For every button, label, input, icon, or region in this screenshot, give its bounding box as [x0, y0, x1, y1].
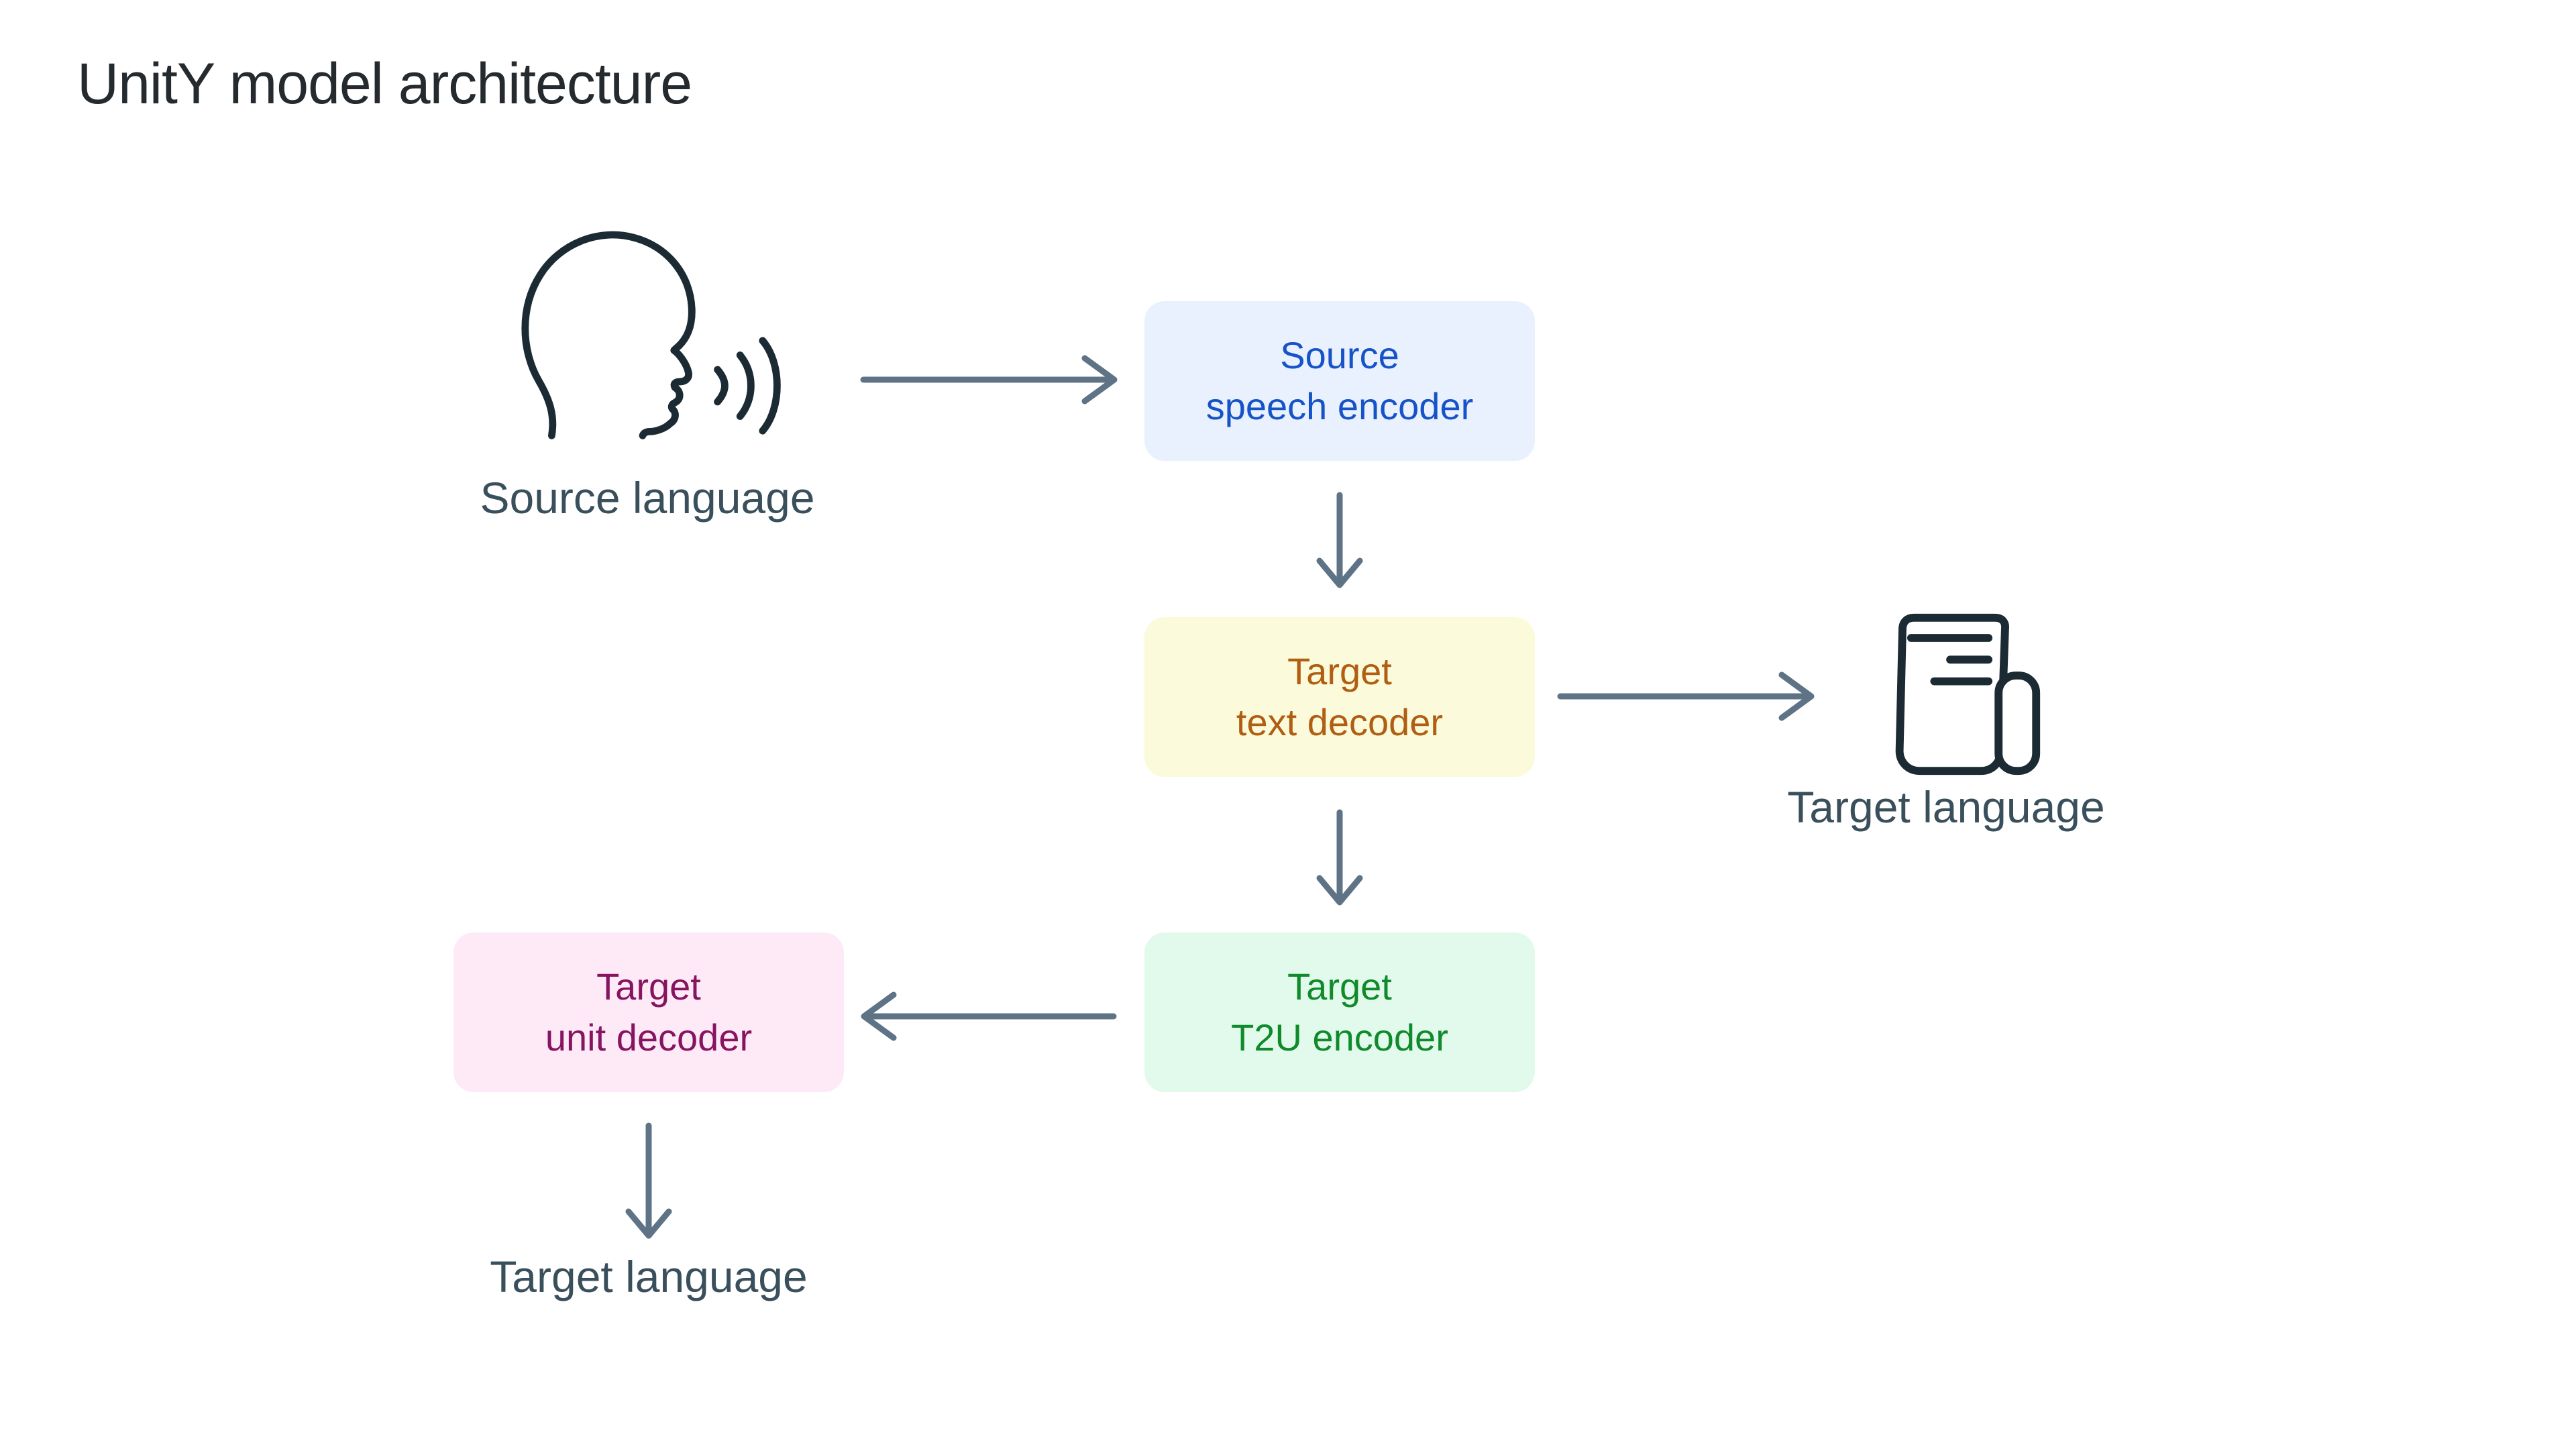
sound-wave-large: [759, 337, 781, 435]
node-label-line2: text decoder: [1236, 701, 1444, 743]
node-target-text-decoder: Target text decoder: [1144, 617, 1535, 777]
target-language-speech-label: Target language: [490, 1252, 808, 1301]
document-curl-path: [1994, 672, 2041, 775]
page-title: UnitY model architecture: [77, 52, 692, 116]
node-label-line2: unit decoder: [545, 1016, 753, 1059]
node-label-line2: speech encoder: [1205, 385, 1474, 427]
arrow-t2u-encoder-to-unit-decoder: [857, 989, 1119, 1043]
arrow-unit-decoder-to-target-language: [619, 1122, 679, 1242]
node-label-line1: Source: [1280, 334, 1399, 376]
document-icon: [1865, 600, 2053, 788]
sound-wave-medium: [736, 352, 755, 420]
node-target-unit-decoder: Target unit decoder: [453, 932, 844, 1092]
arrow-source-to-speech-encoder: [859, 353, 1128, 407]
arrow-speech-encoder-to-text-decoder: [1309, 491, 1370, 592]
node-label-line1: Target: [1287, 965, 1392, 1008]
node-target-t2u-encoder: Target T2U encoder: [1144, 932, 1535, 1092]
target-language-text-label: Target language: [1787, 782, 2105, 832]
sound-wave-small: [714, 366, 729, 406]
node-source-speech-encoder: Source speech encoder: [1144, 301, 1535, 461]
speaking-head-icon: [470, 184, 792, 450]
arrow-text-decoder-to-t2u-encoder: [1309, 808, 1370, 909]
node-label-line1: Target: [596, 965, 701, 1008]
arrow-text-decoder-to-target-language: [1556, 669, 1825, 723]
head-profile-path: [521, 231, 696, 439]
source-language-label: Source language: [480, 473, 815, 523]
node-label-line2: T2U encoder: [1231, 1016, 1448, 1059]
node-label-line1: Target: [1287, 650, 1392, 692]
